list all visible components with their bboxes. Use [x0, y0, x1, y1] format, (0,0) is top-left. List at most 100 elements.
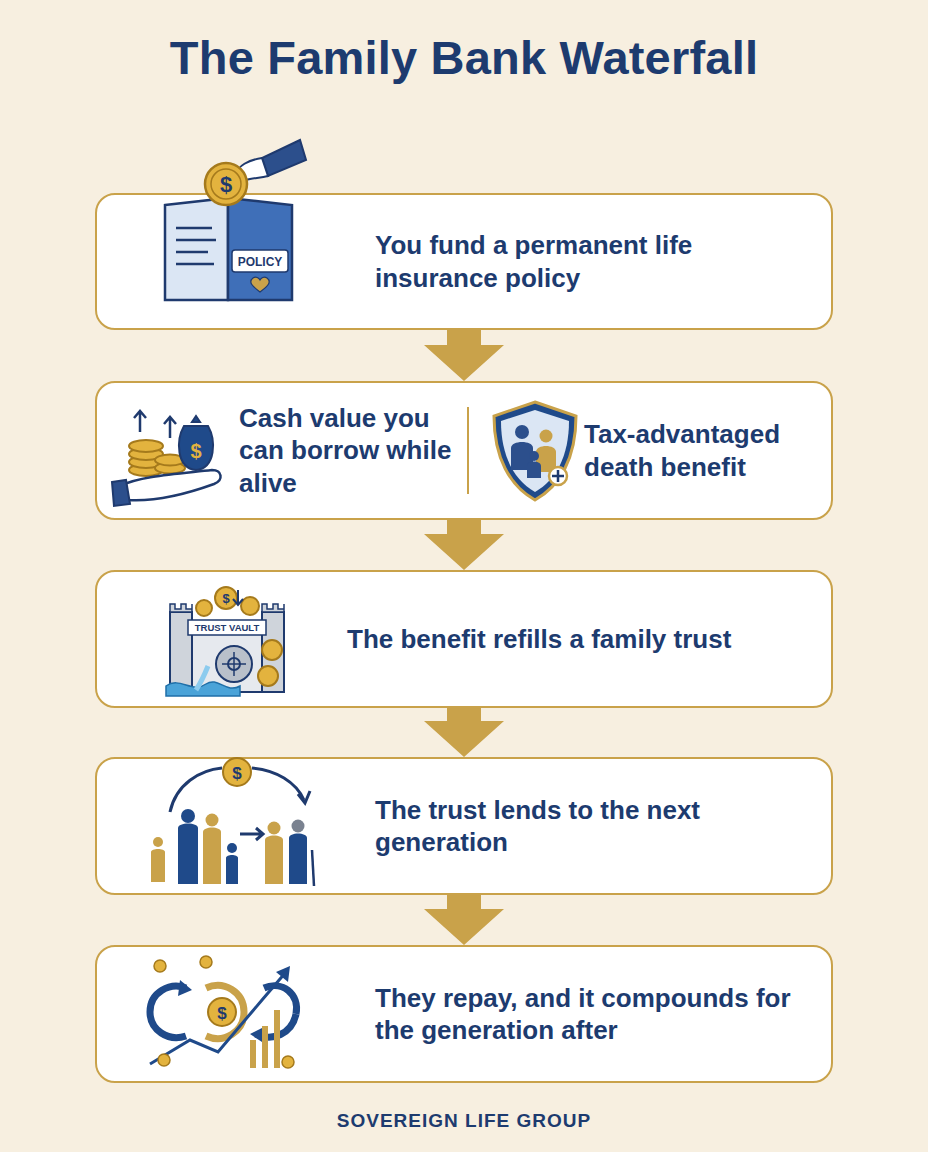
- flow-arrow: [424, 708, 504, 757]
- compound-icon-part: [262, 1026, 268, 1068]
- family-icon-part: [226, 855, 238, 884]
- cash-value-icon-part: [129, 448, 163, 460]
- vault-icon-part: [228, 658, 240, 670]
- icon-text: TRUST VAULT: [195, 622, 260, 633]
- family-icon-part: [265, 836, 283, 885]
- shield-icon-part: [540, 430, 553, 443]
- vault-icon-part: [196, 666, 208, 690]
- cash-value-icon-part: [134, 411, 146, 432]
- vault-icon-part: [241, 597, 259, 615]
- compound-icon-part: [150, 1012, 186, 1038]
- policy-icon-part: [211, 169, 241, 199]
- process-box: The trust lends to the next generation: [95, 757, 833, 895]
- vault-icon-part: [262, 604, 284, 612]
- family-icon-part: [151, 849, 165, 882]
- family-icon-part: [227, 843, 237, 853]
- flow-arrow: [424, 520, 504, 570]
- arrow-shape: [424, 895, 504, 945]
- arrow-shape: [424, 330, 504, 381]
- vault-icon-part: [222, 652, 246, 676]
- process-box: The benefit refills a family trust: [95, 570, 833, 708]
- policy-icon-part: [176, 239, 216, 242]
- family-icon-part: [223, 758, 251, 786]
- family-icon-part: [240, 828, 263, 840]
- cash-value-icon-part: [112, 480, 130, 506]
- vault-icon-part: [258, 666, 278, 686]
- shield-icon-part: [501, 410, 569, 492]
- process-box: Cash value you can borrow while alive Tax…: [95, 381, 833, 520]
- step-text: Cash value you can borrow while alive: [239, 383, 454, 518]
- family-icon-part: [298, 791, 310, 803]
- vault-icon-part: [262, 612, 284, 692]
- policy-icon-part: [262, 140, 306, 176]
- icon-text: $: [220, 172, 232, 197]
- shield-icon-part: [527, 462, 541, 479]
- compound-icon-part: [200, 956, 212, 968]
- cash-value-icon: $: [112, 411, 221, 506]
- compound-icon-part: [150, 972, 286, 1064]
- compound-icon-part: [158, 1054, 170, 1066]
- compound-icon-part: [150, 986, 186, 1012]
- compound-icon-part: [264, 986, 297, 1014]
- compound-icon: $: [150, 956, 297, 1068]
- arrow-shape: [424, 708, 504, 757]
- cash-value-icon-part: [179, 416, 213, 470]
- compound-icon-part: [274, 1010, 280, 1068]
- family-icon-part: [252, 768, 304, 800]
- shield-icon-part: [494, 402, 576, 500]
- icon-text: $: [232, 764, 242, 783]
- policy-icon-part: [251, 277, 269, 292]
- vault-icon: TRUST VAULT $: [166, 587, 284, 696]
- policy-icon-part: [176, 251, 208, 254]
- process-box: You fund a permanent life insurance poli…: [95, 193, 833, 330]
- policy-icon-part: [236, 158, 268, 180]
- policy-icon-part: [205, 163, 247, 205]
- cash-value-icon-part: [129, 440, 163, 452]
- vault-icon-part: [196, 600, 212, 616]
- cash-value-icon-part: [155, 463, 185, 474]
- vault-icon-part: [216, 646, 252, 682]
- compound-icon-part: [154, 960, 166, 972]
- cash-value-icon-part: [155, 455, 185, 466]
- compound-icon-part: [282, 1056, 294, 1068]
- vault-icon-part: [262, 640, 282, 660]
- icon-text: $: [222, 591, 230, 606]
- icon-text: $: [217, 1004, 227, 1023]
- policy-icon-part: [232, 250, 288, 272]
- vault-icon-part: [170, 612, 192, 692]
- vault-icon-part: [233, 590, 243, 605]
- family-icon-part: [289, 834, 307, 885]
- cash-value-icon-part: [129, 464, 163, 476]
- brand-caption: SOVEREIGN LIFE GROUP: [0, 1110, 928, 1132]
- flow-arrow: [424, 330, 504, 381]
- policy-icon: POLICY $: [165, 140, 306, 300]
- shield-icon-part: [549, 467, 567, 485]
- family-icon-part: [292, 820, 305, 833]
- step-text: Tax-advantaged death benefit: [584, 383, 816, 518]
- step-text: They repay, and it compounds for the gen…: [375, 947, 805, 1081]
- shield-icon-part: [511, 442, 533, 470]
- process-box: They repay, and it compounds for the gen…: [95, 945, 833, 1083]
- family-icon-part: [203, 828, 221, 885]
- compound-icon-part: [178, 980, 192, 996]
- shield-icon-part: [552, 470, 564, 482]
- family-icon-part: [181, 809, 195, 823]
- compound-icon-part: [276, 966, 290, 982]
- policy-icon-part: [228, 198, 292, 300]
- policy-icon-part: [176, 263, 214, 266]
- compound-icon-part: [250, 1040, 256, 1068]
- family-icon-part: [206, 814, 219, 827]
- shield-icon-part: [515, 425, 529, 439]
- cash-value-icon-part: [164, 417, 176, 438]
- family-icon: $: [151, 758, 314, 886]
- family-icon-part: [312, 850, 314, 886]
- compound-icon-part: [208, 998, 236, 1026]
- diagram-title: The Family Bank Waterfall: [0, 30, 928, 85]
- shield-icon: [494, 402, 576, 500]
- policy-icon-part: [176, 227, 212, 230]
- cash-value-icon-part: [120, 470, 221, 500]
- vault-icon-part: [188, 620, 266, 635]
- shield-icon-part: [529, 451, 539, 461]
- step-text: The benefit refills a family trust: [347, 572, 847, 706]
